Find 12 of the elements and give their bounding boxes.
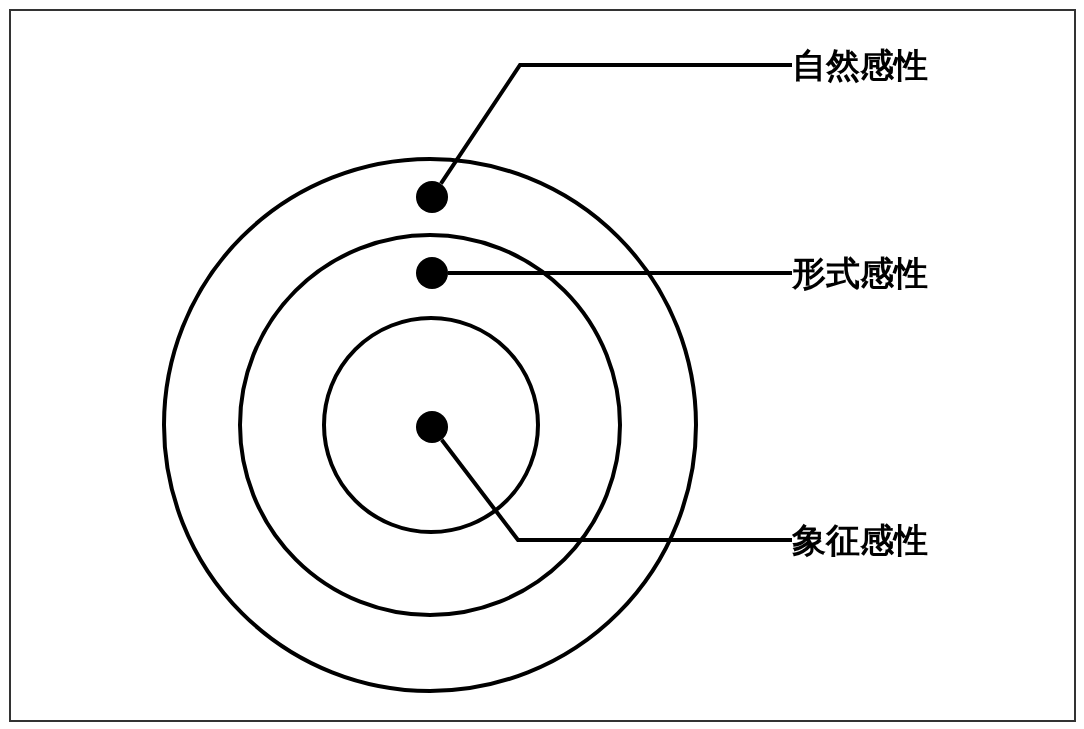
- label-text: 象征感性: [792, 520, 928, 560]
- ring: [162, 157, 698, 693]
- dot: [416, 181, 448, 213]
- ring: [238, 233, 622, 617]
- label-text: 形式感性: [792, 253, 928, 293]
- dot: [416, 411, 448, 443]
- dot: [416, 257, 448, 289]
- ring: [322, 316, 540, 534]
- leader-line: [440, 438, 792, 542]
- leader-line: [448, 271, 792, 275]
- label-text: 自然感性: [792, 45, 928, 85]
- leader-line: [439, 63, 792, 185]
